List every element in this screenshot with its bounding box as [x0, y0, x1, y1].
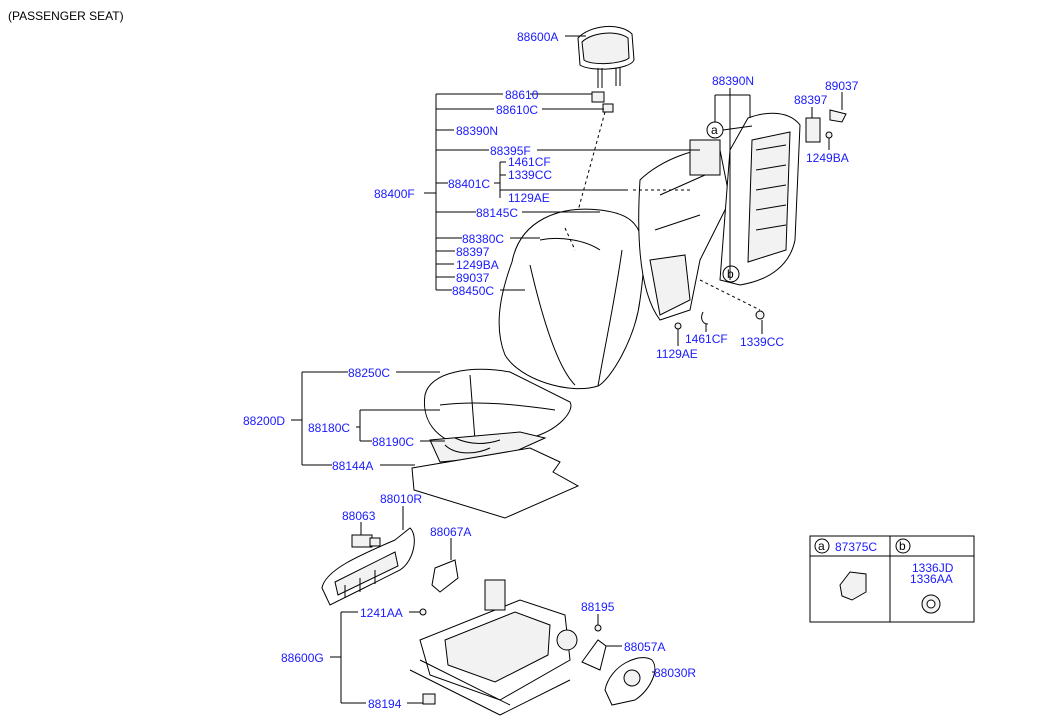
label-88030R: 88030R [654, 666, 696, 680]
label-88600G: 88600G [281, 651, 324, 665]
label-88180C: 88180C [308, 421, 350, 435]
label-1339CC-lower: 1339CC [740, 335, 784, 349]
label-1129AE-upper: 1129AE [508, 191, 550, 205]
label-88401C: 88401C [448, 177, 490, 191]
headrest-drawing [577, 25, 635, 88]
legend-b-marker: b [899, 539, 906, 553]
label-1249BA-right: 1249BA [806, 151, 849, 165]
label-88195: 88195 [581, 600, 615, 614]
legend-b-part1: 1336JD [912, 561, 954, 575]
label-88145C: 88145C [476, 206, 518, 220]
part-labels: 88600A 88610 88610C 88390N 88395F 1461CF… [243, 30, 859, 711]
label-88450C: 88450C [452, 284, 494, 298]
label-1241AA: 1241AA [360, 606, 403, 620]
clip-drawings [805, 109, 847, 146]
diagram-title: (PASSENGER SEAT) [8, 9, 124, 23]
label-88067A: 88067A [430, 525, 471, 539]
label-88194: 88194 [368, 697, 402, 711]
small-cover-drawing [431, 559, 459, 593]
label-1461CF-lower: 1461CF [685, 332, 728, 346]
legend-a-marker: a [818, 539, 825, 553]
seat-cushion-drawing [423, 368, 572, 463]
label-88600A: 88600A [517, 30, 558, 44]
label-1339CC-upper: 1339CC [508, 168, 552, 182]
side-cover-drawing [321, 527, 415, 606]
seat-back-cover-drawing [498, 208, 645, 390]
label-88395F: 88395F [490, 144, 531, 158]
legend-a-part: 87375C [835, 540, 877, 554]
clip-87375c-drawing [839, 571, 867, 601]
label-88400F: 88400F [374, 187, 415, 201]
label-1129AE-lower: 1129AE [656, 347, 698, 361]
label-88057A: 88057A [624, 640, 665, 654]
svg-text:a: a [711, 123, 718, 137]
label-1461CF-upper: 1461CF [508, 155, 551, 169]
label-88250C: 88250C [348, 366, 390, 380]
legend-b-part2: 1336AA [910, 572, 953, 586]
label-88190C: 88190C [372, 435, 414, 449]
label-88610C: 88610C [496, 103, 538, 117]
knob-drawing [351, 534, 381, 548]
label-1249BA-left: 1249BA [456, 258, 499, 272]
label-88010R: 88010R [380, 492, 422, 506]
label-88380C: 88380C [462, 232, 504, 246]
label-88390N-left: 88390N [456, 124, 498, 138]
callout-a: a [706, 121, 724, 139]
side-cover-057a-drawing [581, 639, 607, 671]
legend-table: a 87375C b 1336JD 1336AA [809, 535, 975, 623]
seat-pad-drawing [411, 447, 580, 519]
label-88063: 88063 [342, 509, 376, 523]
back-panel-drawing [699, 112, 801, 311]
seat-back-frame-drawing [630, 139, 731, 321]
label-89037-left: 89037 [456, 271, 490, 285]
label-89037-right: 89037 [825, 79, 859, 93]
leader-lines [291, 35, 843, 704]
label-88144A: 88144A [332, 459, 373, 473]
label-88397-left: 88397 [456, 245, 490, 259]
label-88390N-right: 88390N [712, 74, 754, 88]
seat-track-frame-drawing [409, 579, 602, 716]
back-fasteners-drawing [674, 310, 765, 338]
label-88397-right: 88397 [794, 93, 828, 107]
callout-b: b [722, 265, 740, 283]
outer-cover-drawing [604, 657, 656, 706]
label-88200D: 88200D [243, 414, 285, 428]
label-88610: 88610 [505, 88, 539, 102]
